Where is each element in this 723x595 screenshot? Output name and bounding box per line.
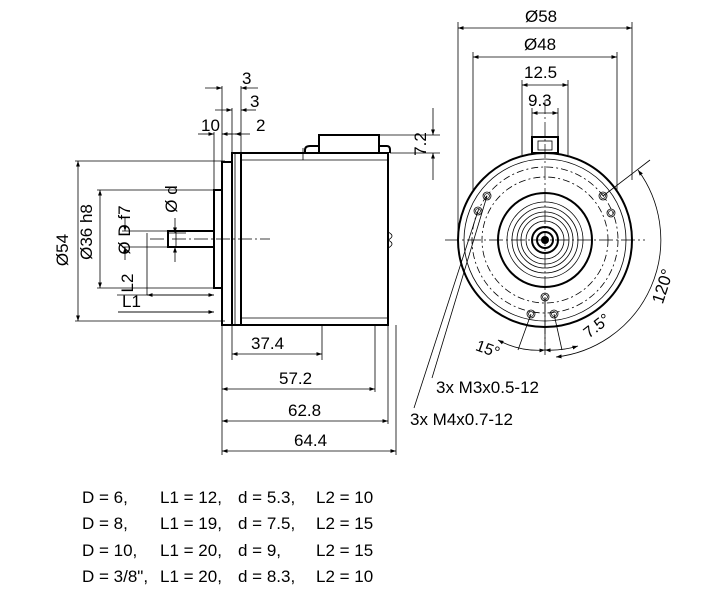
svg-text:L1 = 20,: L1 = 20,: [160, 567, 222, 586]
front-view: Ø58 Ø48 12.5 9.3 120° 15° 7.5° 3x M3x0.5…: [410, 7, 677, 429]
dim-l2: L2: [118, 274, 137, 293]
dim-57-2: 57.2: [279, 369, 312, 388]
dim-10: 10: [201, 116, 220, 135]
svg-text:L2 = 15: L2 = 15: [316, 514, 373, 533]
connector-housing: [318, 134, 380, 154]
mounting-hole: [473, 206, 483, 216]
table-row: D = 8, L1 = 19, d = 7.5, L2 = 15: [82, 514, 373, 533]
connector-tab: [531, 136, 559, 154]
mounting-hole: [482, 191, 492, 201]
dim-dia-d-f7: Ø D f7: [115, 205, 134, 254]
callout-m4: 3x M4x0.7-12: [410, 410, 513, 429]
callout-m3: 3x M3x0.5-12: [436, 378, 539, 397]
dim-3-top: 3: [242, 69, 251, 88]
svg-text:D = 10,: D = 10,: [82, 541, 137, 560]
dim-64-4: 64.4: [294, 431, 327, 450]
shaft-end: [536, 231, 554, 249]
svg-text:D = 6,: D = 6,: [82, 488, 128, 507]
svg-text:L1 = 12,: L1 = 12,: [160, 488, 222, 507]
svg-text:L2 = 15: L2 = 15: [316, 541, 373, 560]
dim-dia48: Ø48: [524, 35, 556, 54]
svg-text:L1 = 19,: L1 = 19,: [160, 514, 222, 533]
dim-2: 2: [256, 116, 265, 135]
mounting-hole: [526, 309, 536, 319]
svg-text:L2 = 10: L2 = 10: [316, 567, 373, 586]
dim-dia54: Ø54: [53, 234, 72, 266]
dim-12-5: 12.5: [524, 63, 557, 82]
dim-3-second: 3: [250, 92, 259, 111]
dim-dia58: Ø58: [525, 7, 557, 26]
svg-text:L1 = 20,: L1 = 20,: [160, 541, 222, 560]
dim-9-3: 9.3: [528, 91, 552, 110]
table-row: D = 10, L1 = 20, d = 9, L2 = 15: [82, 541, 373, 560]
svg-text:L2 = 10: L2 = 10: [316, 488, 373, 507]
dim-37-4: 37.4: [251, 334, 284, 353]
side-view: Ø54 Ø36 h8 Ø D f7 Ø d L2 L1 3 3: [53, 69, 440, 455]
mounting-flange: [221, 161, 233, 326]
svg-text:d = 7.5,: d = 7.5,: [238, 514, 295, 533]
dim-angle-120: 120°: [648, 267, 677, 306]
table-row: D = 6, L1 = 12, d = 5.3, L2 = 10: [82, 488, 373, 507]
svg-text:d = 8.3,: d = 8.3,: [238, 567, 295, 586]
dim-l1: L1: [122, 292, 141, 311]
dim-dia-small-d: Ø d: [162, 185, 181, 212]
dimension-table: D = 6, L1 = 12, d = 5.3, L2 = 10 D = 8, …: [82, 488, 373, 586]
dim-62-8: 62.8: [288, 401, 321, 420]
dim-dia36: Ø36 h8: [77, 204, 96, 260]
svg-text:D = 8,: D = 8,: [82, 514, 128, 533]
svg-text:d = 5.3,: d = 5.3,: [238, 488, 295, 507]
table-row: D = 3/8", L1 = 20, d = 8.3, L2 = 10: [82, 567, 373, 586]
dim-7-2: 7.2: [411, 132, 430, 156]
svg-text:d = 9,: d = 9,: [238, 541, 281, 560]
svg-text:D = 3/8",: D = 3/8",: [82, 567, 148, 586]
dim-angle-15: 15°: [473, 338, 502, 362]
